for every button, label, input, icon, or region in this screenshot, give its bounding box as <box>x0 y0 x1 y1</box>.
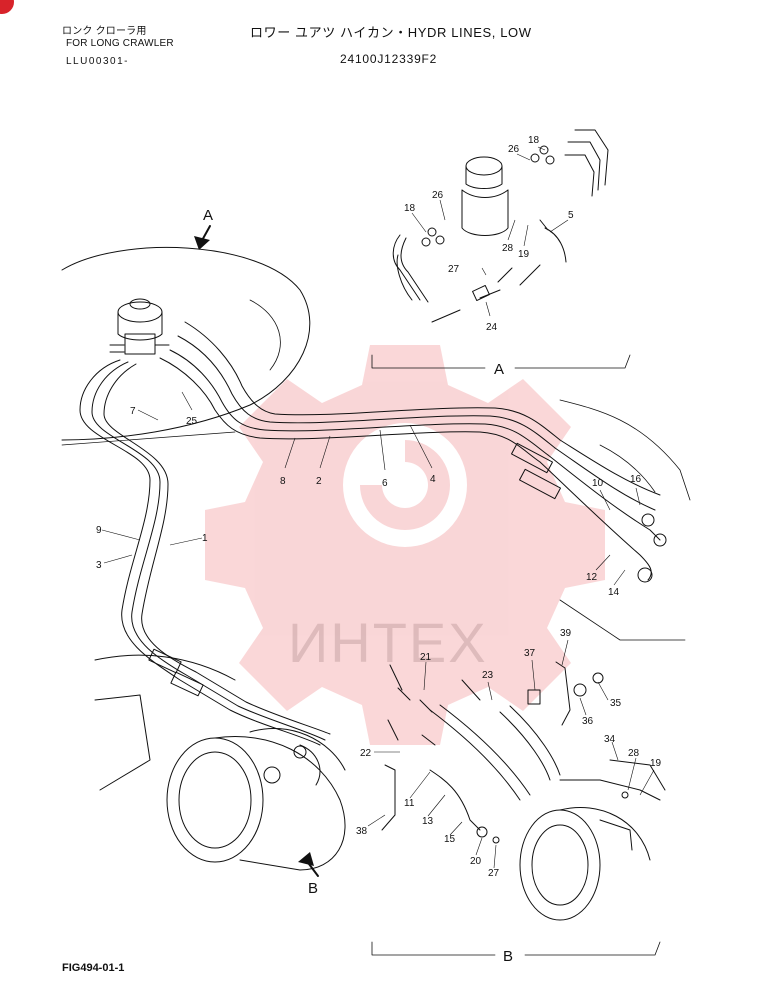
callout-5: 5 <box>568 210 574 221</box>
view-b-arrowhead <box>298 852 314 866</box>
swivel-joint <box>109 298 170 355</box>
callout-2: 2 <box>316 476 322 487</box>
callout-20: 20 <box>470 856 482 867</box>
callout-3: 3 <box>96 560 102 571</box>
callout-19b: 19 <box>650 758 662 769</box>
callout-39: 39 <box>560 628 572 639</box>
callout-26a: 26 <box>508 144 520 155</box>
callout-34: 34 <box>604 734 616 745</box>
travel-motor <box>94 654 346 871</box>
detail-b-label: B <box>503 948 513 965</box>
callout-6: 6 <box>382 478 388 489</box>
callout-35: 35 <box>610 698 622 709</box>
callout-1: 1 <box>202 533 208 544</box>
callout-14: 14 <box>608 587 620 598</box>
callout-8: 8 <box>280 476 286 487</box>
callout-15: 15 <box>444 834 456 845</box>
figure-number: FIG494-01-1 <box>62 962 125 974</box>
callout-9: 9 <box>96 525 102 536</box>
track-outline <box>61 246 311 441</box>
callout-10: 10 <box>592 478 604 489</box>
view-a-label: A <box>203 207 213 224</box>
callout-38: 38 <box>356 826 368 837</box>
callout-23: 23 <box>482 670 494 681</box>
header-line-jp: ロンク クローラ用 <box>62 26 147 37</box>
header-line-en: FOR LONG CRAWLER <box>66 38 174 49</box>
callout-18b: 18 <box>404 203 416 214</box>
callout-28a: 28 <box>502 243 514 254</box>
view-a-arrowhead <box>194 236 210 250</box>
detail-b-bracket <box>371 941 661 956</box>
watermark-gear-logo <box>205 345 605 745</box>
callout-37: 37 <box>524 648 536 659</box>
callout-24: 24 <box>486 322 498 333</box>
callout-36: 36 <box>582 716 594 727</box>
callout-28b: 28 <box>628 748 640 759</box>
frame-outline <box>559 399 691 641</box>
header-serial: LLU00301- <box>66 56 129 67</box>
callout-27a: 27 <box>448 264 460 275</box>
callout-27b: 27 <box>488 868 500 879</box>
detail-a-bracket <box>371 354 631 369</box>
callout-26b: 26 <box>432 190 444 201</box>
detail-b-parts <box>381 661 666 921</box>
callout-numbers: 18 26 26 18 5 28 19 27 24 7 25 8 2 6 4 1… <box>96 135 662 879</box>
callout-4: 4 <box>430 474 436 485</box>
callout-12: 12 <box>586 572 598 583</box>
page-title: ロワー ユアツ ハイカン・HYDR LINES, LOW <box>250 25 532 40</box>
callout-11: 11 <box>404 798 415 809</box>
hose-bundle <box>79 321 661 746</box>
callout-16: 16 <box>630 474 642 485</box>
view-b-label: B <box>308 880 318 897</box>
detail-a-swivel <box>392 129 609 323</box>
callout-25: 25 <box>186 416 198 427</box>
part-code: 24100J12339F2 <box>340 52 438 66</box>
callout-13: 13 <box>422 816 434 827</box>
detail-a-label: A <box>494 361 504 378</box>
couplings <box>148 442 667 697</box>
callout-19a: 19 <box>518 249 530 260</box>
callout-21: 21 <box>420 652 432 663</box>
callout-18a: 18 <box>528 135 540 146</box>
callout-22: 22 <box>360 748 372 759</box>
callout-7: 7 <box>130 406 136 417</box>
watermark-text: ИНТЕХ <box>288 610 488 675</box>
